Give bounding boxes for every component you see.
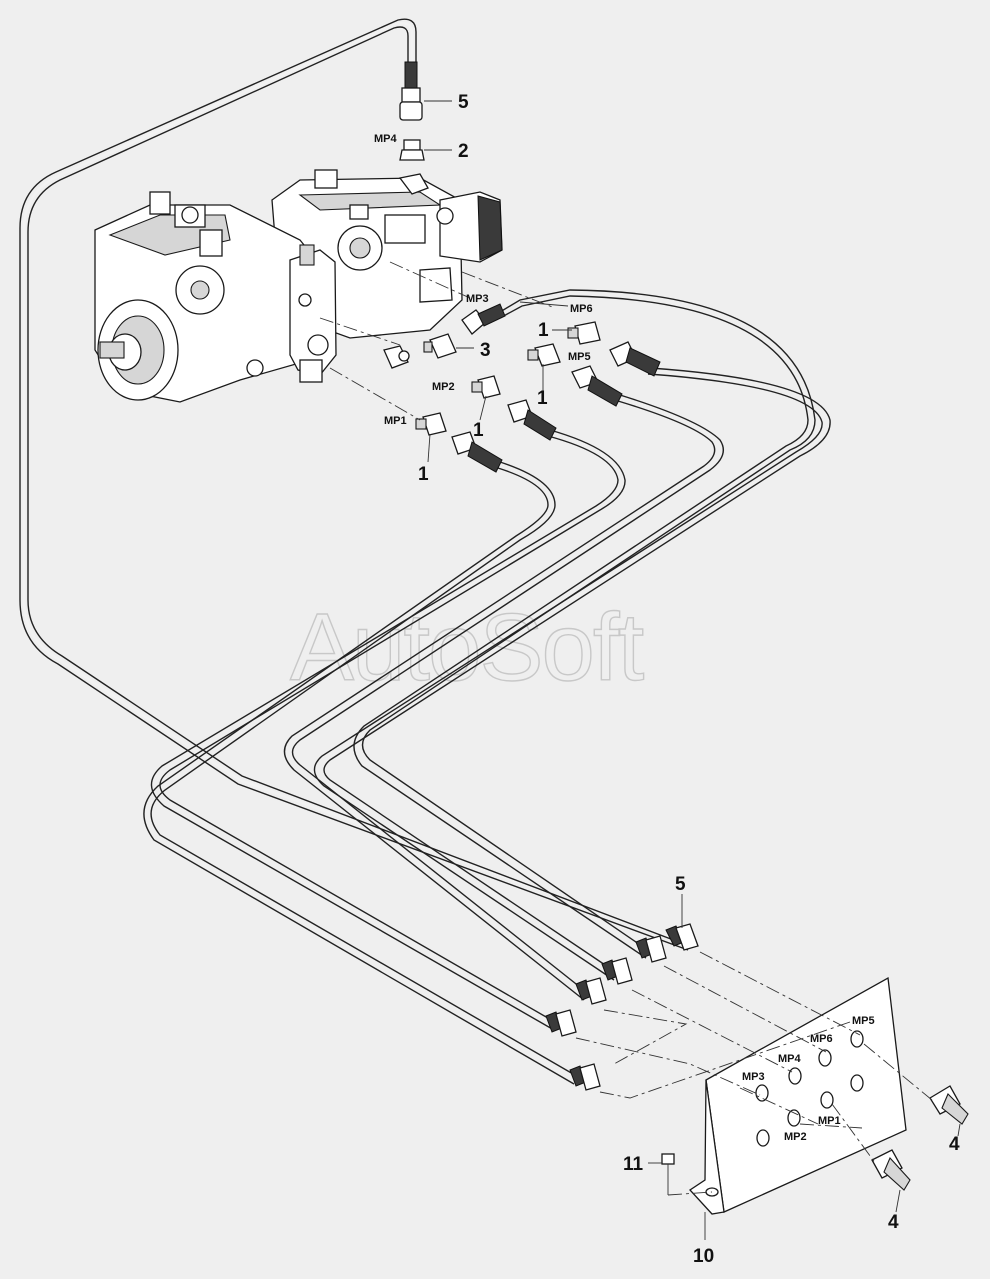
label-mp5-top: MP5 [568, 351, 591, 363]
label-mp2-plate: MP2 [784, 1131, 807, 1143]
callout-1-mp1: 1 [418, 464, 429, 485]
label-mp2-top: MP2 [432, 381, 455, 393]
callout-11: 11 [623, 1154, 644, 1175]
label-mp6-plate: MP6 [810, 1033, 833, 1045]
callout-2: 2 [458, 141, 469, 162]
label-mp1-top: MP1 [384, 415, 407, 427]
callout-1-mp2: 1 [473, 420, 484, 441]
label-mp4-top: MP4 [374, 133, 398, 145]
bulkhead-coupling-4-lower [871, 1149, 911, 1191]
label-mp1-plate: MP1 [818, 1115, 841, 1127]
callout-3: 3 [480, 340, 491, 361]
label-mp3-top: MP3 [466, 293, 489, 305]
callout-1-mp5: 1 [537, 388, 548, 409]
bolt-11 [661, 1153, 675, 1195]
callout-4-right: 4 [949, 1134, 960, 1155]
hose-end-bottom-mp4 [665, 923, 699, 951]
adapter-3 [423, 333, 457, 359]
hose-end-bottom-mp1 [569, 1063, 601, 1091]
callout-1-mp6: 1 [538, 320, 549, 341]
watermark: AutoSoft [290, 594, 644, 701]
callout-5-top: 5 [458, 92, 469, 113]
label-mp5-plate: MP5 [852, 1015, 875, 1027]
tube-mp5 [283, 394, 724, 1001]
label-mp4-plate: MP4 [778, 1053, 802, 1065]
tube-mp2 [150, 429, 626, 1031]
test-coupling-mp2 [471, 375, 501, 399]
hose-end-mp5 [571, 365, 623, 407]
label-mp6-top: MP6 [570, 303, 593, 315]
callout-leaders [424, 100, 961, 1240]
connection-center-lines [319, 261, 933, 1196]
hydraulic-pump-assembly [94, 169, 503, 403]
hose-end-bottom-mp2 [545, 1009, 577, 1037]
test-coupling-mp6 [567, 321, 601, 345]
test-coupling-mp1 [415, 412, 447, 436]
test-nipple-mp4 [399, 139, 425, 161]
callout-10: 10 [693, 1246, 714, 1267]
hose-end-bottom-mp5 [575, 977, 607, 1005]
test-port-bracket-10 [689, 976, 907, 1215]
hose-end-mp6 [609, 341, 661, 377]
hose-end-mp4 [399, 61, 423, 121]
tube-mp1 [143, 461, 581, 1085]
tube-mp3 [353, 289, 816, 959]
tube-mp6 [313, 367, 831, 981]
hose-end-mp2 [507, 399, 557, 441]
hose-end-bottom-mp6 [601, 957, 633, 985]
tube-mp4-long-run [19, 18, 691, 951]
loose-fittings-near-pump [383, 173, 429, 369]
hose-end-mp3 [461, 303, 506, 335]
bulkhead-coupling-4-right [929, 1085, 969, 1125]
label-mp3-plate: MP3 [742, 1071, 765, 1083]
callout-4-lower: 4 [888, 1212, 899, 1233]
hose-end-bottom-mp3 [635, 935, 667, 963]
test-coupling-mp5 [527, 343, 561, 367]
hose-end-mp1 [451, 431, 503, 473]
callout-5-bottom: 5 [675, 874, 686, 895]
